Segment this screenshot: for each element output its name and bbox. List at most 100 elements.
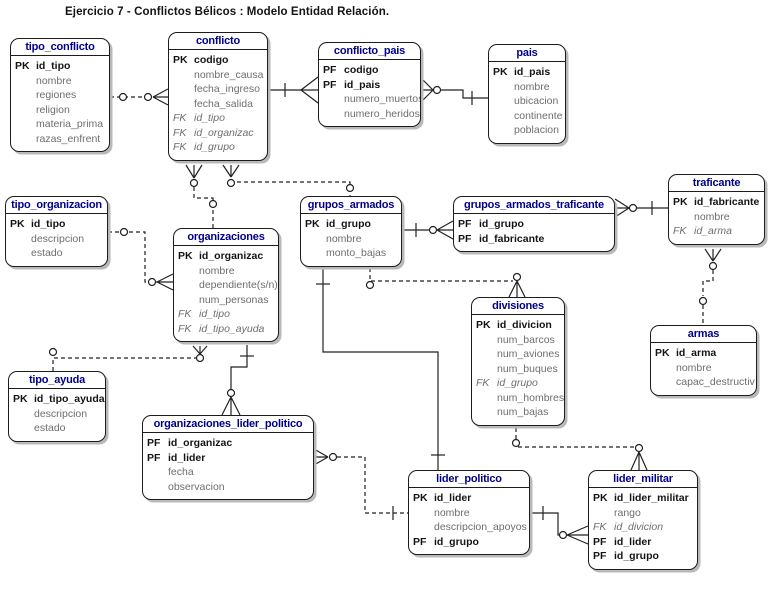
key-label: PK — [13, 393, 28, 405]
key-label: FK — [173, 112, 187, 124]
attribute-name: nombre — [199, 264, 235, 277]
attribute-row: razas_enfrent — [13, 132, 107, 147]
attribute-row: PF id_fabricante — [456, 232, 612, 247]
rel-conflicto-conflicto_pais — [268, 76, 319, 104]
attribute-row: numero_muertos — [321, 92, 421, 107]
attribute-row: numero_heridos — [321, 107, 420, 122]
attribute-name: id_pais — [344, 78, 381, 91]
attribute-row: num_bajas — [474, 405, 562, 420]
attribute-name: id_fabricante — [694, 196, 760, 208]
attribute-name: descripcion — [31, 232, 85, 245]
attribute-name: id_lider_militar — [614, 492, 689, 504]
attribute-row: num_hombres — [474, 391, 565, 406]
attribute-name: regiones — [36, 89, 77, 101]
key-label: PK — [673, 196, 688, 208]
rel-organizaciones-conflicto — [185, 164, 218, 228]
rel-tipo_organizacion-organizaciones — [108, 227, 174, 291]
attribute-row: nombre_causa — [171, 68, 265, 83]
entity-name: tipo_organizacion — [6, 197, 107, 214]
attribute-name: num_aviones — [497, 348, 560, 360]
entity-name: lider_politico — [409, 471, 529, 488]
attribute-name: num_hombres — [497, 391, 565, 404]
key-label: FK — [476, 377, 490, 389]
attribute-row: num_aviones — [474, 347, 562, 362]
key-label: PK — [173, 54, 188, 66]
attribute-name: nombre — [694, 210, 730, 223]
attribute-name: continente — [514, 109, 563, 122]
attribute-row: continente — [491, 109, 563, 124]
entity-name: grupos_armados_traficante — [454, 197, 614, 214]
attribute-row: materia_prima — [13, 117, 107, 132]
attribute-name: fecha — [168, 466, 194, 478]
entity-name: tipo_ayuda — [9, 372, 105, 389]
key-label: PF — [147, 437, 161, 449]
attribute-name: num_bajas — [497, 406, 549, 418]
attribute-row: PK codigo — [171, 53, 265, 68]
attribute-name: num_barcos — [497, 333, 555, 346]
key-label: FK — [178, 308, 192, 320]
attribute-row: num_barcos — [474, 333, 562, 348]
attribute-name: nombre — [514, 80, 550, 93]
attribute-row: monto_bajas — [303, 246, 399, 261]
attribute-row: fecha — [145, 465, 311, 480]
attribute-row: nombre — [176, 264, 276, 279]
attribute-name: id_fabricante — [479, 232, 545, 245]
entity-name: pais — [489, 45, 565, 62]
attribute-row: poblacion — [491, 123, 563, 138]
attribute-name: id_organizac — [199, 250, 264, 262]
key-label: FK — [173, 126, 187, 139]
attribute-row: nombre — [491, 80, 563, 95]
rel-tipo_ayuda-organizaciones — [48, 345, 208, 371]
attribute-row: nombre — [671, 210, 762, 225]
rel-grupos_armados-grupos_armados_traficante — [402, 220, 454, 240]
attribute-name: codigo — [194, 54, 229, 66]
key-label: PF — [593, 535, 607, 548]
attribute-name: rango — [614, 506, 641, 519]
key-label: PF — [323, 64, 337, 76]
key-label: PF — [458, 232, 472, 245]
attribute-name: materia_prima — [36, 118, 104, 130]
attribute-name: id_tipo_ayuda — [34, 393, 105, 405]
attribute-name: religion — [36, 103, 70, 116]
attribute-name: numero_muertos — [344, 93, 421, 105]
entity-name: organizaciones_lider_politico — [143, 416, 313, 433]
attribute-name: id_organizac — [194, 126, 254, 139]
attribute-name: id_grupo — [326, 218, 371, 230]
attribute-name: id_lider — [168, 451, 206, 464]
attribute-name: codigo — [344, 64, 379, 76]
attribute-row: PK id_fabricante — [671, 195, 762, 210]
